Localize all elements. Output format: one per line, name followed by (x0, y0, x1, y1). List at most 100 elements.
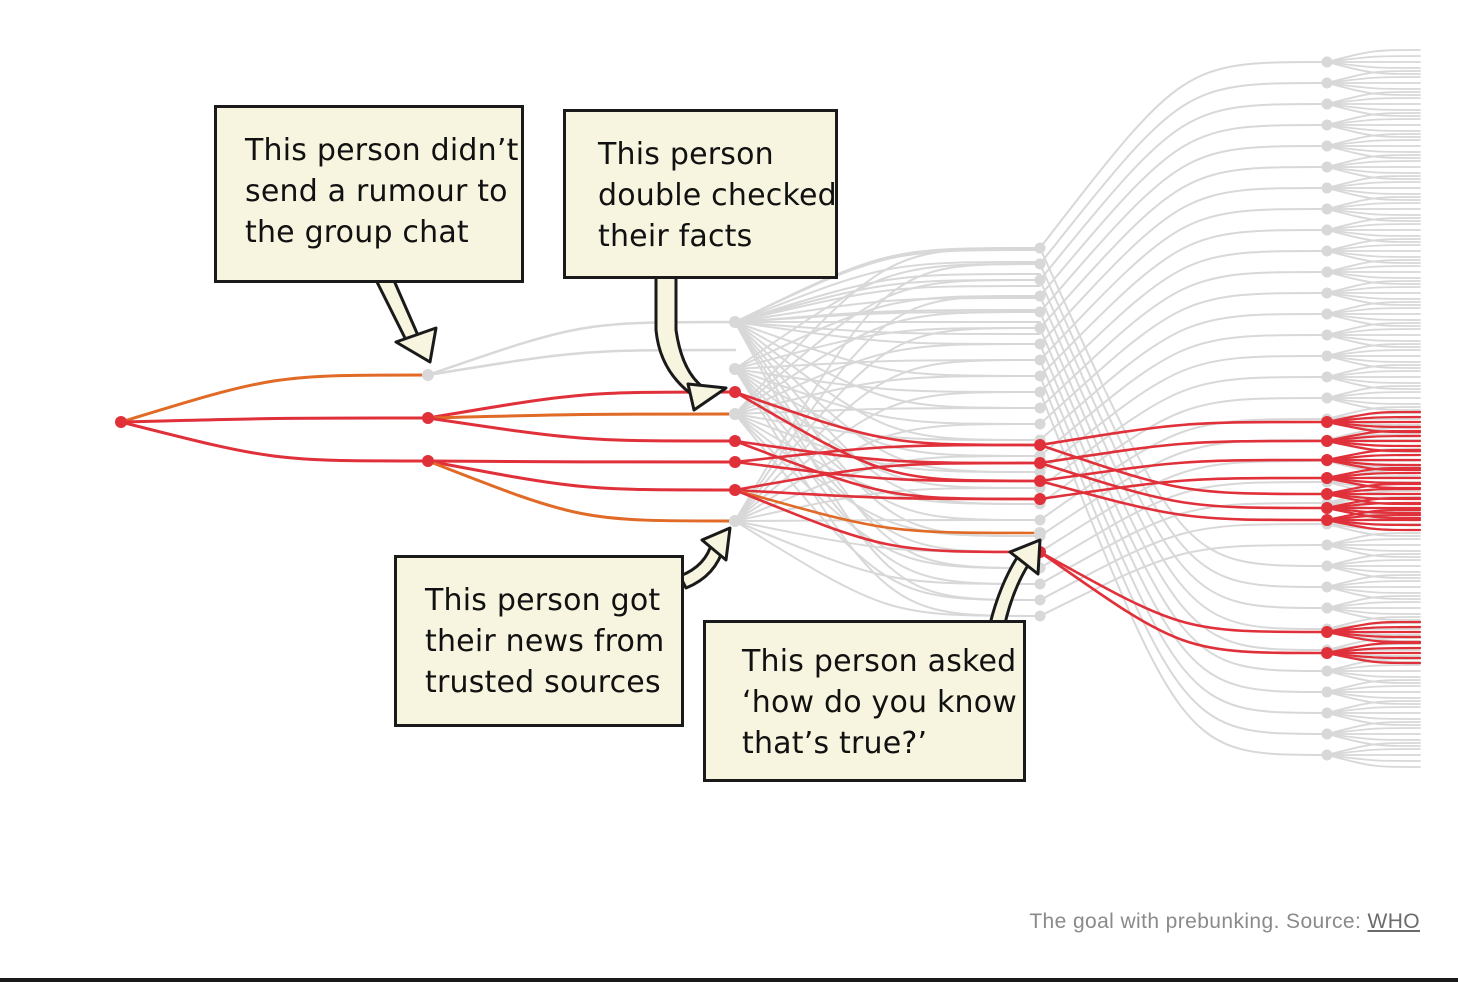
callout-no-rumour: This person didn’t send a rumour to the … (214, 105, 524, 283)
edge-inactive (734, 321, 1041, 335)
edge-inactive (1326, 742, 1421, 756)
node-inactive (1321, 392, 1333, 404)
edge-inactive (1326, 139, 1421, 147)
edge-level-5 (1325, 429, 1422, 443)
callout-asked-how-know: This person asked ‘how do you know that’… (703, 620, 1026, 782)
node-inactive (1321, 287, 1333, 299)
edge-inactive (1039, 327, 1328, 672)
node-inactive (1321, 350, 1333, 362)
edge-level-2 (426, 412, 737, 420)
edge-inactive (1039, 82, 1328, 265)
edge-inactive (1326, 691, 1421, 699)
edge-inactive (734, 455, 1041, 522)
edge-inactive (734, 273, 1041, 323)
edge-inactive (1326, 187, 1421, 195)
edge-level-4 (1038, 420, 1329, 447)
edge-inactive (1326, 160, 1421, 168)
edge-inactive (1326, 754, 1421, 768)
callout-asked-line-3: that’s true?’ (742, 726, 928, 761)
node-spreader (729, 435, 741, 447)
edge-inactive (734, 520, 1041, 617)
edge-level-5 (1325, 439, 1422, 448)
edge-level-5 (1325, 482, 1422, 496)
node-stopped (729, 408, 741, 420)
edge-inactive (1039, 295, 1328, 630)
edge-inactive (426, 348, 737, 377)
edge-inactive (1039, 544, 1328, 617)
edge-inactive (1039, 187, 1328, 345)
edge-inactive (1326, 748, 1421, 756)
edge-inactive (734, 261, 1041, 323)
edge-inactive (1326, 292, 1421, 300)
edge-level-5 (1325, 458, 1422, 467)
edge-inactive (1326, 391, 1421, 399)
edge-inactive (1039, 502, 1328, 585)
edge-inactive (1326, 229, 1421, 237)
edge-inactive (1326, 565, 1421, 573)
node-inactive (1034, 322, 1046, 334)
node-spreader (1321, 435, 1333, 447)
edge-level-4 (1038, 550, 1329, 655)
edge-inactive (1039, 124, 1328, 297)
edge-level-2 (426, 459, 737, 492)
node-inactive (1034, 242, 1046, 254)
callout-trusted-sources: This person got their news from trusted … (394, 555, 684, 727)
source-link[interactable]: WHO (1367, 910, 1420, 933)
edge-inactive (1039, 343, 1328, 693)
edge-inactive (1326, 307, 1421, 315)
edge-inactive (1326, 670, 1421, 678)
edge-level-2 (426, 459, 737, 523)
edge-level-4 (1038, 443, 1329, 496)
node-inactive (1034, 274, 1046, 286)
edge-inactive (1326, 574, 1421, 588)
edge-inactive (1326, 181, 1421, 189)
callout-no-rumour-line-1: This person didn’t (245, 133, 519, 168)
edge-inactive (734, 311, 1041, 323)
bottom-divider (0, 978, 1458, 982)
edge-level-5 (1325, 630, 1422, 639)
edge-inactive (734, 285, 1041, 323)
node-inactive (1034, 306, 1046, 318)
node-spreader (422, 455, 434, 467)
node-spreader (1321, 454, 1333, 466)
edge-level-1 (119, 416, 430, 424)
edge-inactive (1326, 202, 1421, 210)
edge-inactive (1326, 754, 1421, 762)
edge-inactive (1326, 586, 1421, 594)
edge-inactive (1326, 727, 1421, 735)
tree-nodes (115, 56, 1333, 761)
node-spreader (422, 412, 434, 424)
edge-level-2 (426, 459, 737, 464)
arrow-to-checked-node (654, 270, 728, 412)
node-stopped (1034, 527, 1046, 539)
edge-inactive (1039, 418, 1328, 521)
callout-trusted-sources-line-3: trusted sources (425, 665, 661, 700)
node-spreader (1321, 514, 1333, 526)
edge-inactive (1326, 280, 1421, 294)
edge-level-5 (1325, 518, 1422, 532)
node-inactive (1321, 308, 1333, 320)
edge-inactive (1039, 61, 1328, 249)
edge-inactive (1326, 607, 1421, 615)
edge-inactive (1039, 397, 1328, 505)
edge-inactive (1326, 538, 1421, 546)
edge-inactive (734, 297, 1041, 323)
callout-double-checked-line-2: double checked (598, 178, 837, 213)
node-inactive (1321, 56, 1333, 68)
edge-inactive (1326, 343, 1421, 357)
arrow-to-asked-node (988, 538, 1042, 630)
edge-level-5 (1325, 506, 1422, 520)
edge-level-5 (1325, 620, 1422, 634)
node-inactive (1321, 560, 1333, 572)
node-inactive (1034, 418, 1046, 430)
node-inactive (1321, 749, 1333, 761)
edge-inactive (1326, 238, 1421, 252)
node-inactive (1034, 354, 1046, 366)
edge-inactive (734, 295, 1041, 522)
edge-inactive (1326, 490, 1421, 504)
node-inactive (1321, 686, 1333, 698)
node-spreader (1321, 488, 1333, 500)
node-inactive (1034, 386, 1046, 398)
node-inactive (1321, 224, 1333, 236)
node-inactive (1034, 594, 1046, 606)
